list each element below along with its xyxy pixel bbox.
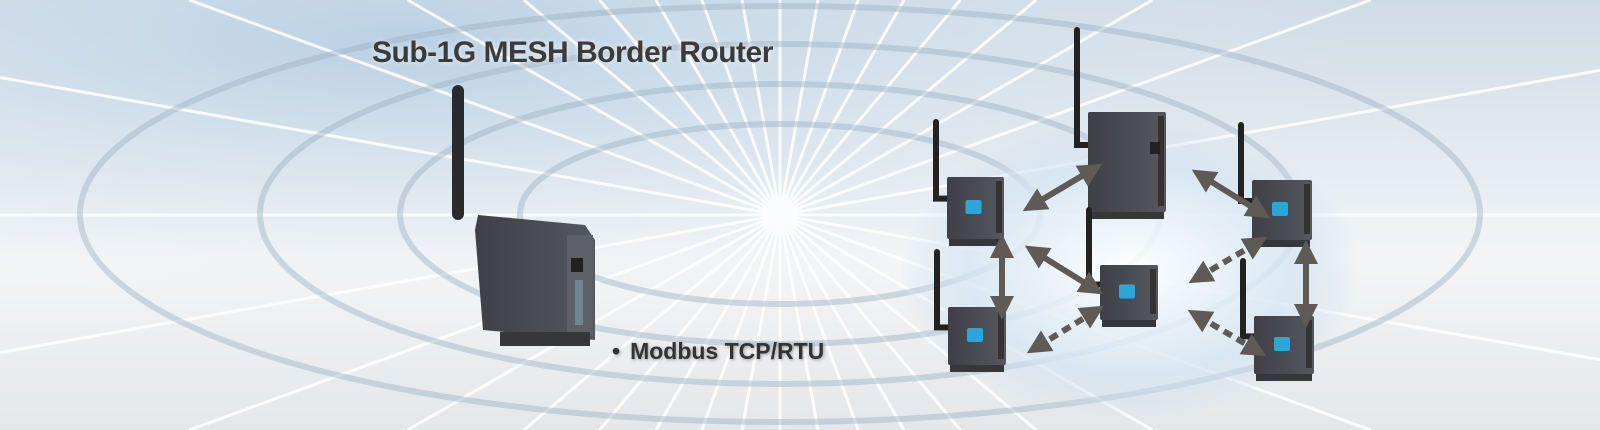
background-line [0,213,781,355]
border-router-device [452,85,595,346]
background-line [779,0,1038,217]
mesh-node-device [1240,258,1314,381]
background-line [778,0,962,216]
background-line [778,0,860,216]
background-line [740,214,782,430]
feature-item: • Modbus TCP/RTU [612,338,834,365]
company-logo [1119,284,1135,299]
company-logo [967,328,983,342]
background-line [700,0,782,216]
background-line [0,75,781,217]
background-line [598,0,782,216]
antenna-icon [1240,258,1246,337]
antenna-icon [452,85,464,220]
mesh-link-arrow [1022,163,1103,212]
mesh-link-arrow [1024,245,1104,295]
background-line [778,214,962,430]
background-line [778,0,820,216]
mesh-node-device [934,249,1006,372]
background-line [778,214,820,430]
background-line [188,0,781,217]
background-line [654,214,782,430]
company-logo [1274,337,1290,351]
background-line [654,0,782,216]
mesh-node-device [1238,122,1312,247]
background-line [740,0,782,216]
antenna-icon [1238,122,1244,201]
background-line [778,214,860,430]
feature-label: Modbus TCP/RTU [630,338,825,364]
background-line [522,0,781,217]
background-line [598,214,782,430]
mesh-node-device [1086,207,1158,327]
antenna-icon [1074,27,1080,147]
background-line [522,213,781,430]
mesh-node-device [933,119,1004,246]
antenna-icon [934,249,940,328]
company-logo [1272,202,1288,216]
background-line [778,0,906,216]
background-line [406,0,781,217]
banner-title: Sub-1G MESH Border Router [372,36,773,69]
mesh-link-dashed-arrow [1026,305,1105,354]
antenna-icon [933,119,939,199]
antenna-icon [1086,207,1092,285]
background-line [700,214,782,430]
background-line [779,213,1038,430]
company-logo [965,200,982,214]
mesh-link-dashed-arrow [1188,236,1268,284]
mesh-link-arrow [1191,169,1271,219]
background-line [779,0,1154,217]
background-line [778,214,906,430]
bullet-icon: • [612,338,621,364]
mesh-router-device [1074,27,1166,219]
mesh-link-dashed-arrow [1187,309,1267,357]
